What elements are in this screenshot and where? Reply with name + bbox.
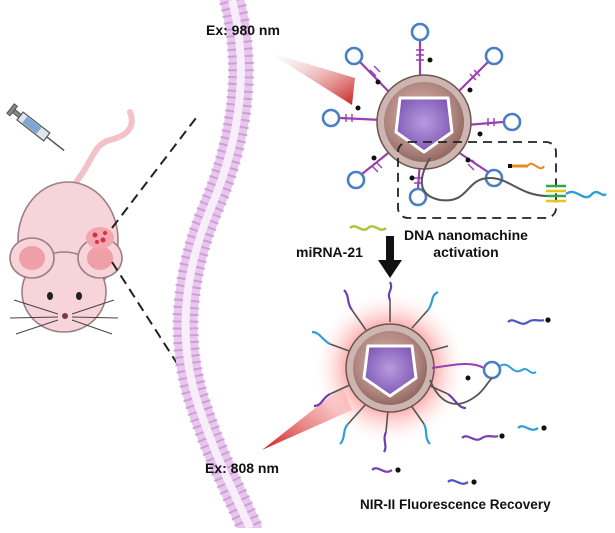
released-strands — [371, 317, 551, 485]
label-excitation-980: Ex: 980 nm — [206, 22, 280, 38]
label-activation: DNA nanomachine activation — [404, 227, 528, 261]
mouse-tail — [67, 109, 135, 193]
laser-beam-980 — [268, 52, 355, 105]
label-activation-line1: DNA nanomachine — [404, 227, 528, 243]
nanoparticle-activated — [311, 281, 537, 453]
activation-arrow — [378, 236, 402, 278]
zoom-line-top — [111, 117, 197, 229]
mouse-nose — [62, 313, 68, 319]
mirna-squiggle — [349, 225, 387, 231]
activation-detail-box — [397, 141, 557, 219]
syringe-icon — [6, 103, 65, 152]
label-fluorescence-recovery: NIR-II Fluorescence Recovery — [360, 497, 551, 512]
tumor-site — [86, 227, 114, 249]
mouse-ear-right-inner — [87, 246, 113, 270]
label-excitation-808: Ex: 808 nm — [205, 460, 279, 476]
mouse-eye-left — [47, 292, 53, 300]
label-mirna: miRNA-21 — [296, 244, 363, 260]
mouse — [9, 109, 135, 335]
dna-strand-detail — [420, 157, 607, 203]
label-activation-line2: activation — [433, 244, 499, 260]
zoom-line-bottom — [111, 261, 181, 369]
mouse-ear-left-inner — [19, 246, 45, 270]
mouse-eye-right — [76, 292, 82, 300]
cell-membrane — [172, 0, 262, 533]
mouse-whiskers — [9, 299, 119, 335]
